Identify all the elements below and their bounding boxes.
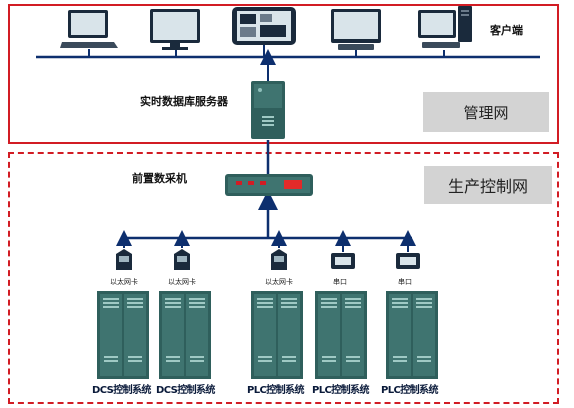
production-network-badge: 生产控制网 bbox=[424, 166, 552, 204]
interface-label: 以太网卡 bbox=[168, 278, 196, 286]
interface-label: 串口 bbox=[398, 278, 412, 286]
workstation-icon bbox=[418, 6, 472, 48]
ethernet-card-icon bbox=[116, 249, 132, 270]
dcs-cabinet-icon bbox=[159, 291, 211, 379]
ethernet-card-icon bbox=[271, 249, 287, 270]
system-label: PLC控制系统 bbox=[247, 385, 304, 396]
frontend-collector-label: 前置数采机 bbox=[132, 172, 187, 185]
interface-label: 以太网卡 bbox=[265, 278, 293, 286]
server-icon bbox=[251, 81, 285, 139]
serial-port-icon bbox=[331, 253, 355, 269]
ethernet-card-icon bbox=[174, 249, 190, 270]
interface-label: 串口 bbox=[333, 278, 347, 286]
monitor-icon bbox=[150, 9, 200, 50]
plc-cabinet-icon bbox=[386, 291, 438, 379]
system-label: DCS控制系统 bbox=[92, 385, 151, 396]
serial-port-icon bbox=[396, 253, 420, 269]
interface-label: 以太网卡 bbox=[110, 278, 138, 286]
production-control-network-zone bbox=[8, 152, 559, 404]
touch-panel-icon bbox=[232, 7, 296, 45]
frontend-collector-icon bbox=[225, 174, 313, 196]
system-label: PLC控制系统 bbox=[381, 385, 438, 396]
laptop-icon bbox=[60, 10, 118, 48]
plc-cabinet-icon bbox=[251, 291, 303, 379]
management-network-badge: 管理网 bbox=[423, 92, 549, 132]
desktop-monitor-icon bbox=[331, 9, 381, 50]
management-network-zone bbox=[8, 4, 559, 144]
plc-cabinet-icon bbox=[315, 291, 367, 379]
system-label: PLC控制系统 bbox=[312, 385, 369, 396]
system-label: DCS控制系统 bbox=[156, 385, 215, 396]
server-label: 实时数据库服务器 bbox=[140, 95, 228, 108]
client-label: 客户端 bbox=[490, 24, 523, 37]
dcs-cabinet-icon bbox=[97, 291, 149, 379]
